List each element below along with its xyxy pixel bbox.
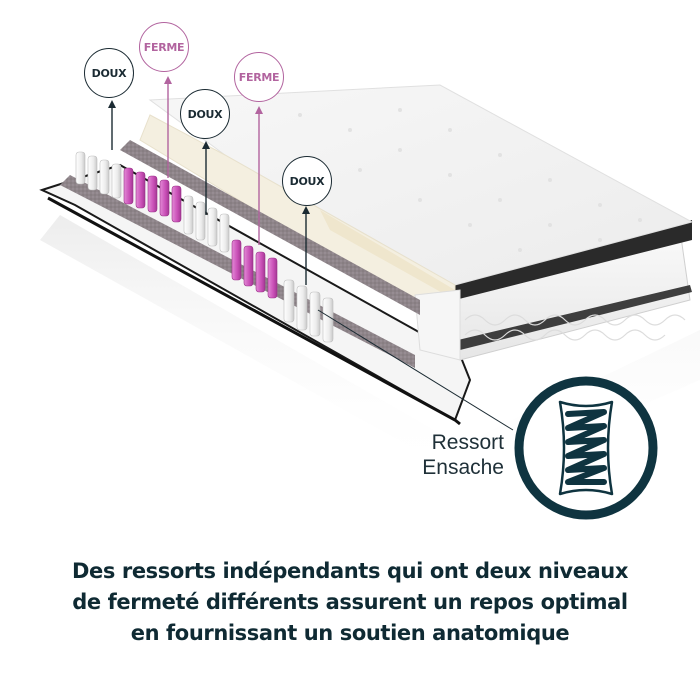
zone-label-text: DOUX [187,107,223,121]
zone-label-text: FERME [143,40,185,54]
zone-label-ferme-1: FERME [139,22,189,72]
headline-text: Des ressorts indépendants qui ont deux n… [71,559,628,645]
zone-label-doux-3: DOUX [282,156,332,206]
callout-line-2: Ensache [422,456,504,479]
zone-label-doux-2: DOUX [180,89,230,139]
zone-label-text: DOUX [289,174,325,188]
pocket-spring-icon [514,376,658,520]
zone-label-text: DOUX [91,66,127,80]
callout-line-1: Ressort [431,431,504,454]
zone-label-text: FERME [238,70,280,84]
zone-label-ferme-2: FERME [234,52,284,102]
zone-label-doux-1: DOUX [84,48,134,98]
callout-label: Ressort Ensache [404,430,504,480]
